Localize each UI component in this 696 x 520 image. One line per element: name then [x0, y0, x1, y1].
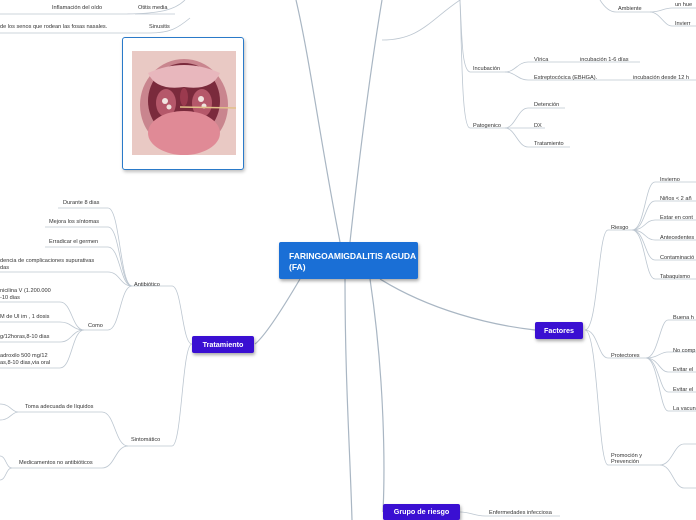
protectores-item[interactable]: Evitar el: [673, 367, 694, 373]
incubacion-label[interactable]: Incubación: [473, 66, 501, 72]
antibiotico-label[interactable]: Antibiótico: [134, 282, 160, 288]
antibiotico-item[interactable]: Erradicar el germen: [49, 239, 99, 245]
como-item[interactable]: as,8-10 dias,via oral: [0, 360, 51, 366]
viral-label[interactable]: Vírica: [534, 57, 549, 63]
grupo-riesgo-title: Grupo de riesgo: [393, 507, 450, 516]
como-item[interactable]: g/12horas,8-10 dias: [0, 334, 50, 340]
grupo-riesgo-node[interactable]: Grupo de riesgo: [383, 504, 460, 520]
patogenico-label[interactable]: Patogenico: [473, 123, 501, 129]
viral-time[interactable]: incubación 1-6 días: [580, 57, 629, 63]
antibiotico-item[interactable]: Mejora los síntomas: [49, 219, 100, 225]
protectores-item[interactable]: Evitar el: [673, 387, 694, 393]
riesgo-item[interactable]: Niños < 2 añ: [660, 196, 692, 202]
riesgo-item[interactable]: Antecedentes: [660, 235, 695, 241]
central-topic-title: FARINGOAMIGDALITIS AGUDA (FA): [289, 251, 416, 272]
throat-image: [132, 51, 236, 155]
protectores-item[interactable]: Buena h: [673, 315, 694, 321]
ambiente-label[interactable]: Ambiente: [618, 6, 642, 12]
tratamiento-node[interactable]: Tratamiento: [192, 336, 254, 353]
sinusitis-label[interactable]: Sinusitis: [149, 24, 170, 30]
grupo-riesgo-item[interactable]: Enfermedades infecciosa: [489, 510, 552, 516]
antibiotico-item[interactable]: dencia de complicaciones supurativas: [0, 258, 95, 264]
riesgo-item[interactable]: Tabaquismo: [660, 274, 691, 280]
riesgo-item[interactable]: Estar en cont: [660, 215, 693, 221]
como-item[interactable]: adroxilo 500 mg/12: [0, 353, 48, 359]
riesgo-item[interactable]: Invierno: [660, 177, 680, 183]
central-topic[interactable]: FARINGOAMIGDALITIS AGUDA (FA): [279, 242, 418, 279]
riesgo-item[interactable]: Contaminació: [660, 255, 695, 261]
patogenico-item[interactable]: DX: [534, 123, 542, 129]
otitis-description: Inflamación del oído: [52, 5, 103, 11]
sinusitis-description: de los senos que rodean las fosas nasale…: [0, 24, 108, 30]
patogenico-item[interactable]: Tratamiento: [534, 141, 564, 147]
factores-title: Factores: [544, 326, 574, 335]
como-item[interactable]: M de UI im , 1 dosis: [0, 314, 50, 320]
strep-label[interactable]: Estreptocócica (EBHGA).: [534, 75, 598, 81]
strep-time[interactable]: incubación desde 12 h: [633, 75, 689, 81]
antibiotico-item[interactable]: Durante 8 dias: [63, 200, 100, 206]
protectores-label[interactable]: Protectores: [611, 353, 640, 359]
sintomatico-item[interactable]: Medicamentos no antibióticos: [19, 460, 93, 466]
throat-image-frame[interactable]: [122, 37, 244, 170]
sintomatico-label[interactable]: Sintomático: [131, 437, 161, 443]
otitis-label[interactable]: Otitis media: [138, 5, 168, 11]
patogenico-item[interactable]: Detención: [534, 102, 560, 108]
sintomatico-item[interactable]: Toma adecuada de líquidos: [25, 404, 94, 410]
factores-node[interactable]: Factores: [535, 322, 583, 339]
promocion-label[interactable]: Promoción y Prevención: [611, 453, 643, 466]
como-item[interactable]: -10 dias: [0, 295, 20, 301]
protectores-item[interactable]: La vacun: [673, 406, 696, 412]
tratamiento-title: Tratamiento: [202, 340, 244, 349]
ambiente-item[interactable]: un hue: [675, 2, 693, 8]
protectores-item[interactable]: No comp: [673, 348, 696, 354]
como-item[interactable]: nicilina V (1.200.000: [0, 288, 51, 294]
ambiente-item[interactable]: Invierr: [675, 21, 691, 27]
antibiotico-item[interactable]: das: [0, 265, 10, 271]
como-label[interactable]: Como: [88, 323, 103, 329]
riesgo-label[interactable]: Riesgo: [611, 225, 629, 231]
